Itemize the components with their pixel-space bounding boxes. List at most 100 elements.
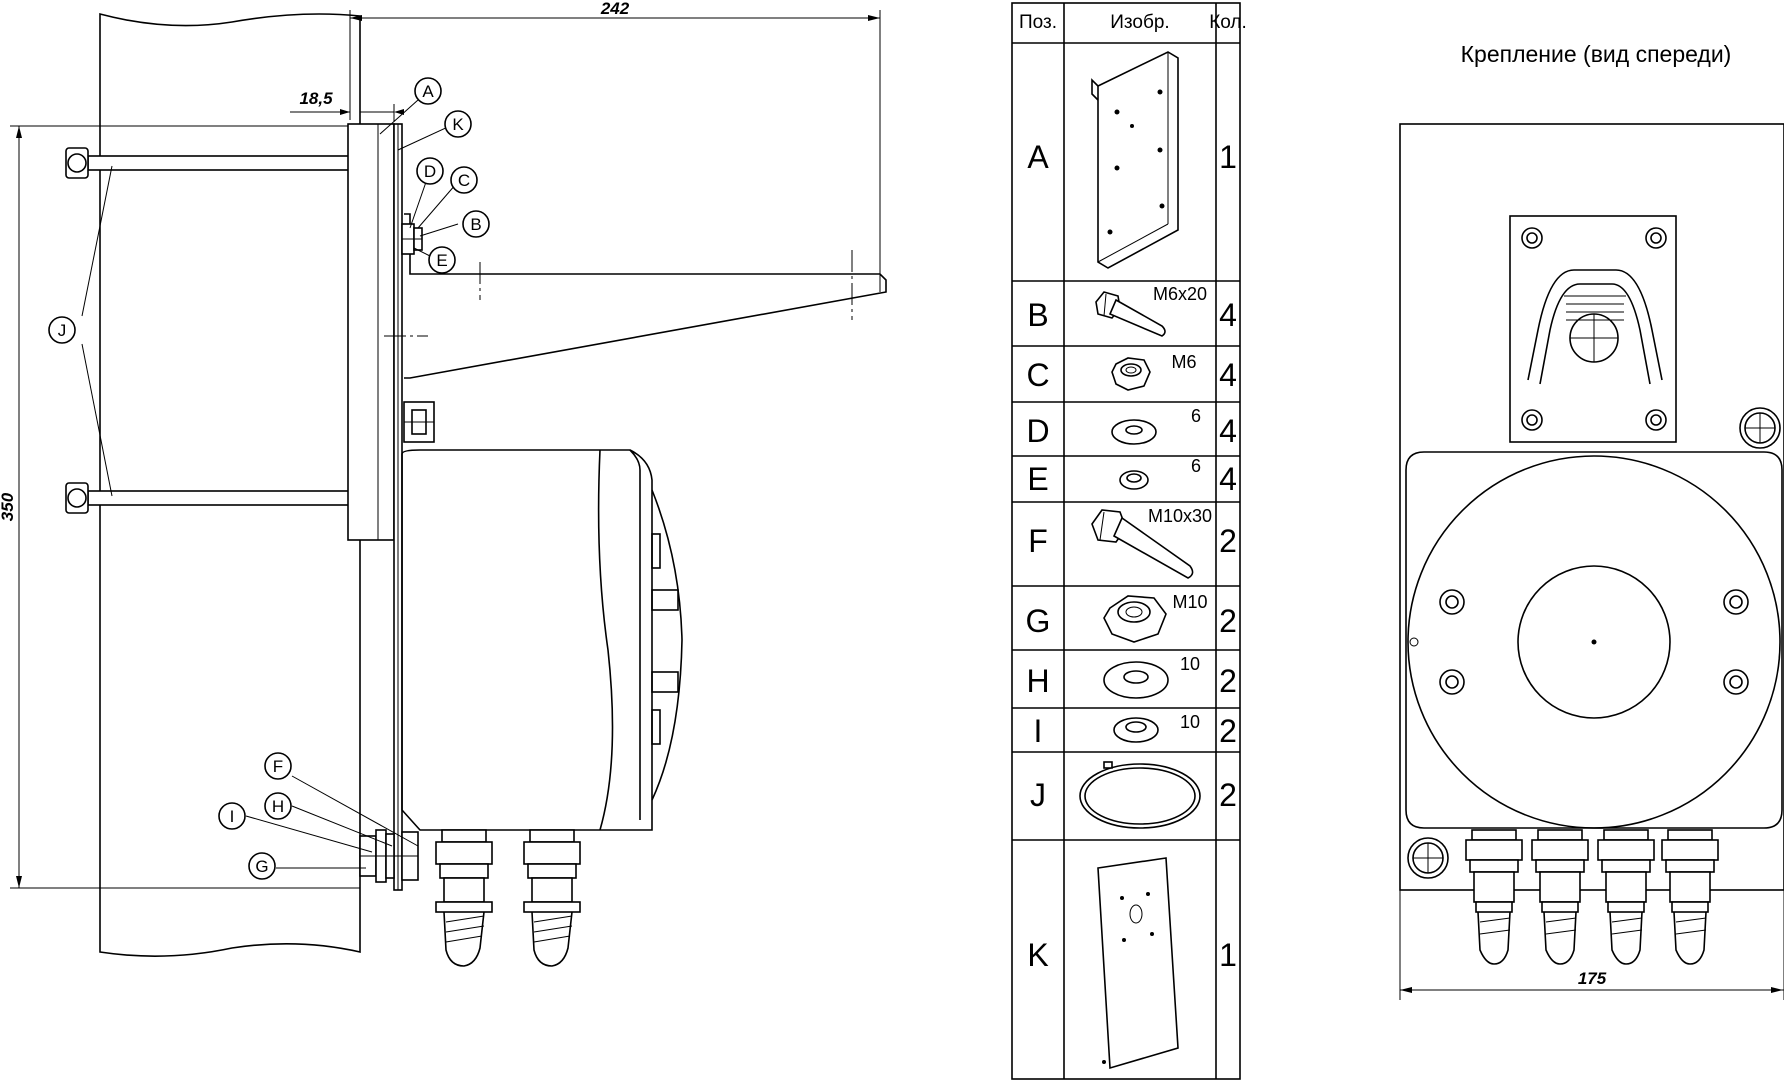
row-h-note: 10 xyxy=(1180,654,1200,674)
spring-washer-6-picture xyxy=(1119,470,1149,490)
housing-side xyxy=(401,449,683,831)
callout-k-label: K xyxy=(452,115,464,134)
nut-m10-picture xyxy=(1103,595,1167,643)
row-i-note: 10 xyxy=(1180,712,1200,732)
callout-j: J xyxy=(48,316,76,344)
cable-gland-front-1 xyxy=(1465,829,1523,965)
row-i-qty: 2 xyxy=(1219,713,1237,749)
dim-width-total: 242 xyxy=(600,0,630,18)
callout-g: G xyxy=(248,852,276,880)
row-b-note: M6x20 xyxy=(1153,284,1207,304)
spring-washer-10-picture xyxy=(1113,717,1159,743)
table-row: H 2 10 xyxy=(1026,654,1236,699)
row-d-pos: D xyxy=(1026,413,1049,449)
bolt-m10-picture xyxy=(1091,509,1194,579)
row-c-qty: 4 xyxy=(1219,357,1237,393)
row-b-pos: B xyxy=(1027,297,1048,333)
row-i-pos: I xyxy=(1034,713,1043,749)
callout-d-label: D xyxy=(424,162,436,181)
washer-10-picture xyxy=(1103,661,1169,699)
bracket-a xyxy=(347,123,403,891)
table-row: E 4 6 xyxy=(1027,456,1237,497)
dimension-350: 350 xyxy=(0,125,360,889)
row-c-pos: C xyxy=(1026,357,1049,393)
ground-bolt-lower xyxy=(1407,837,1449,879)
row-f-qty: 2 xyxy=(1219,523,1237,559)
row-a-pos: A xyxy=(1027,139,1049,175)
dim-front-width: 175 xyxy=(1578,969,1607,988)
callout-k: K xyxy=(444,110,472,138)
cable-gland-2 xyxy=(523,829,581,967)
dim-height: 350 xyxy=(0,492,17,521)
dimension-242: 242 xyxy=(349,0,881,292)
row-h-pos: H xyxy=(1026,663,1049,699)
callout-i-label: I xyxy=(230,807,235,826)
callout-b: B xyxy=(462,210,490,238)
bolt-m6-picture xyxy=(1095,291,1166,337)
header-image: Изобр. xyxy=(1110,12,1169,33)
callout-h: H xyxy=(264,792,292,820)
row-a-qty: 1 xyxy=(1219,139,1237,175)
bolt-middle xyxy=(403,401,435,443)
row-e-pos: E xyxy=(1027,461,1048,497)
table-row: F 2 M10x30 xyxy=(1028,506,1237,579)
row-j-pos: J xyxy=(1030,777,1046,813)
callout-j-label: J xyxy=(58,321,67,340)
row-e-qty: 4 xyxy=(1219,461,1237,497)
arm-mount-block xyxy=(1509,215,1677,443)
plate-k-picture xyxy=(1097,857,1179,1070)
table-row: A 1 xyxy=(1027,51,1237,269)
callouts: A K D C B E J xyxy=(48,77,490,880)
callout-a-label: A xyxy=(422,82,434,101)
row-g-note: M10 xyxy=(1172,592,1207,612)
table-row: D 4 6 xyxy=(1026,406,1236,449)
row-f-pos: F xyxy=(1028,523,1048,559)
table-row: J 2 xyxy=(1030,761,1237,829)
callout-f-label: F xyxy=(273,757,283,776)
table-row: I 2 10 xyxy=(1034,712,1237,749)
dimension-18-5: 18,5 xyxy=(290,89,404,122)
parts-table: Поз. Изобр. Кол. A 1 B 4 xyxy=(1011,2,1247,1080)
callout-e-label: E xyxy=(436,251,447,270)
dim-offset: 18,5 xyxy=(299,89,333,108)
row-k-pos: K xyxy=(1027,937,1048,973)
dimension-175: 175 xyxy=(1399,890,1784,1000)
cable-gland-front-2 xyxy=(1531,829,1589,965)
front-view: Крепление (вид спереди) xyxy=(1399,41,1784,1000)
nut-m6-picture xyxy=(1111,357,1151,391)
bracket-a-picture xyxy=(1091,51,1179,269)
row-c-note: M6 xyxy=(1171,352,1196,372)
callout-c: C xyxy=(450,166,478,194)
row-j-qty: 2 xyxy=(1219,777,1237,813)
row-d-qty: 4 xyxy=(1219,413,1237,449)
table-row: B 4 M6x20 xyxy=(1027,284,1237,337)
callout-f: F xyxy=(264,752,292,780)
cable-gland-front-4 xyxy=(1661,829,1719,965)
bolt-fghi xyxy=(359,829,419,883)
callout-g-label: G xyxy=(255,857,268,876)
row-g-pos: G xyxy=(1026,603,1051,639)
callout-d: D xyxy=(416,157,444,185)
bolt-bcde xyxy=(401,223,423,255)
header-qty: Кол. xyxy=(1209,12,1247,33)
ground-bolt-upper xyxy=(1739,407,1781,449)
callout-leaders xyxy=(81,99,459,869)
header-pos: Поз. xyxy=(1019,12,1057,33)
u-bolt-upper xyxy=(65,144,371,182)
housing-front xyxy=(1405,451,1783,829)
band-clamp-picture xyxy=(1079,761,1201,829)
callout-e: E xyxy=(428,246,456,274)
back-plate xyxy=(1399,123,1784,891)
row-k-qty: 1 xyxy=(1219,937,1237,973)
callout-i: I xyxy=(218,802,246,830)
row-h-qty: 2 xyxy=(1219,663,1237,699)
row-g-qty: 2 xyxy=(1219,603,1237,639)
callout-a: A xyxy=(414,77,442,105)
row-e-note: 6 xyxy=(1191,456,1201,476)
washer-6-picture xyxy=(1111,419,1157,445)
row-b-qty: 4 xyxy=(1219,297,1237,333)
callout-c-label: C xyxy=(458,171,470,190)
lamp-arm xyxy=(384,213,887,379)
row-d-note: 6 xyxy=(1191,406,1201,426)
